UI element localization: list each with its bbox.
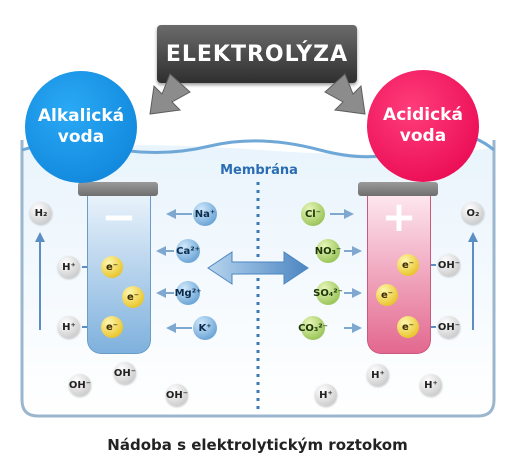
o2-bubble: O₂ [462,202,484,224]
minus-sign: − [101,192,137,241]
h-plus-ion: H⁺ [58,316,80,338]
anion-no3: NO₃⁻ [315,239,341,263]
oh-minus-ion: OH⁻ [69,374,91,396]
negative-electrode-cap [78,182,158,196]
h-plus-ion: H⁺ [58,256,80,278]
cation-mg: Mg²⁺ [175,281,201,305]
arrow-to-right [324,73,366,115]
tank-outline [20,140,496,418]
caption: Nádoba s elektrolytickým roztokom [107,436,408,454]
electron: e⁻ [122,286,144,308]
electron: e⁻ [397,316,419,338]
cation-k: K⁺ [193,316,217,340]
positive-electrode-cap [358,182,438,196]
electron: e⁻ [101,256,123,278]
membrane-label: Membrána [220,163,298,178]
electron: e⁻ [376,284,398,306]
oh-minus-ion: OH⁻ [438,316,460,338]
anion-co3: CO₃²⁻ [298,316,328,340]
title-box: ELEKTROLÝZA [157,25,357,83]
double-arrow [207,251,309,285]
plus-sign: + [381,192,417,241]
oh-minus-ion: OH⁻ [438,254,460,276]
h-plus-ion: H⁺ [367,364,389,386]
arrow-to-left [149,73,191,115]
h-plus-ion: H⁺ [315,384,337,406]
oh-minus-ion: OH⁻ [166,384,188,406]
cation-na: Na⁺ [193,202,217,226]
h-plus-ion: H⁺ [420,374,442,396]
acidic-water-label: Acidická voda [383,105,463,146]
cation-ca: Ca²⁺ [176,239,200,263]
title: ELEKTROLÝZA [165,41,349,67]
alkaline-water-circle: Alkalická voda [25,71,137,183]
alkaline-water-label: Alkalická voda [37,106,125,147]
h2-bubble: H₂ [30,202,52,224]
electron: e⁻ [397,254,419,276]
anion-cl: Cl⁻ [301,202,325,226]
anion-so4: SO₄²⁻ [313,281,343,305]
positive-electrode: + [367,196,431,354]
electron: e⁻ [101,316,123,338]
acidic-water-circle: Acidická voda [367,70,479,182]
oh-minus-ion: OH⁻ [114,362,136,384]
